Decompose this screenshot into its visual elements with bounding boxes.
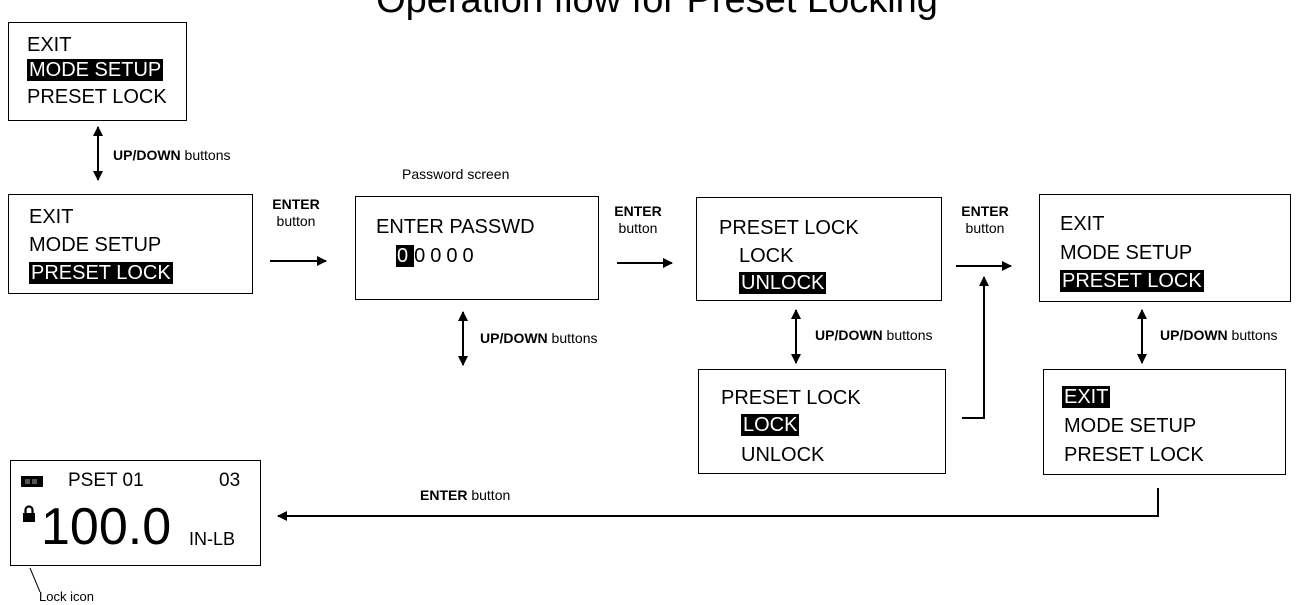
preset-lock-box-lock: PRESET LOCK LOCK UNLOCK	[698, 369, 946, 474]
menu-item-preset-lock: PRESET LOCK	[1064, 444, 1204, 466]
password-digit-selected: 0	[396, 245, 415, 267]
menu-item-preset-lock: PRESET LOCK	[27, 86, 167, 108]
pset-label: PSET 01	[68, 470, 144, 491]
updown-label-4: UP/DOWN buttons	[1160, 327, 1278, 343]
battery-icon	[21, 476, 43, 487]
diagram-title: Operation flow for Preset Locking	[376, 0, 938, 21]
menu-item-exit: EXIT	[1060, 213, 1105, 235]
menu-item-preset-lock-selected: PRESET LOCK	[29, 262, 173, 284]
torque-value: 100.0	[41, 498, 172, 556]
updown-label-2: UP/DOWN buttons	[480, 330, 598, 346]
password-screen-label: Password screen	[402, 166, 510, 182]
count-value: 03	[219, 470, 241, 491]
menu-item-exit: EXIT	[29, 206, 74, 228]
updown-label-3: UP/DOWN buttons	[815, 327, 933, 343]
password-heading: ENTER PASSWD	[376, 216, 535, 238]
updown-label-1: UP/DOWN buttons	[113, 147, 231, 163]
menu-item-mode-setup: MODE SETUP	[1064, 415, 1197, 437]
menu-box-exit: EXIT MODE SETUP PRESET LOCK	[1043, 369, 1286, 475]
menu-item-exit-selected: EXIT	[1062, 386, 1111, 408]
preset-lock-heading: PRESET LOCK	[721, 387, 861, 409]
lock-icon-label: Lock icon	[39, 589, 94, 604]
menu-box-preset-lock: EXIT MODE SETUP PRESET LOCK	[8, 194, 253, 294]
option-lock-selected: LOCK	[741, 414, 800, 436]
preset-lock-box-unlock: PRESET LOCK LOCK UNLOCK	[696, 197, 942, 301]
lock-to-result-connector	[962, 276, 989, 419]
password-digits: 0000	[414, 245, 479, 267]
preset-lock-heading: PRESET LOCK	[719, 217, 859, 239]
menu-item-preset-lock-selected: PRESET LOCK	[1060, 270, 1204, 292]
lock-icon-leader	[29, 567, 41, 593]
main-display-box: PSET 01 03 100.0 IN-LB	[10, 460, 261, 566]
menu-item-exit: EXIT	[27, 34, 72, 56]
unit-label: IN-LB	[189, 529, 236, 549]
option-unlock-selected: UNLOCK	[739, 272, 827, 294]
menu-box-result: EXIT MODE SETUP PRESET LOCK	[1039, 194, 1291, 302]
menu-item-mode-setup: MODE SETUP	[1060, 242, 1193, 264]
menu-item-mode-setup-selected: MODE SETUP	[27, 59, 164, 81]
enter-button-label: ENTER button	[420, 487, 511, 503]
enter-return-arrow	[277, 488, 1159, 521]
password-box: ENTER PASSWD 00000	[355, 196, 599, 300]
lock-icon	[23, 505, 35, 522]
menu-box-mode-setup: EXIT MODE SETUP PRESET LOCK	[8, 22, 187, 121]
menu-item-mode-setup: MODE SETUP	[29, 234, 162, 256]
option-lock: LOCK	[739, 245, 794, 267]
option-unlock: UNLOCK	[741, 444, 825, 466]
